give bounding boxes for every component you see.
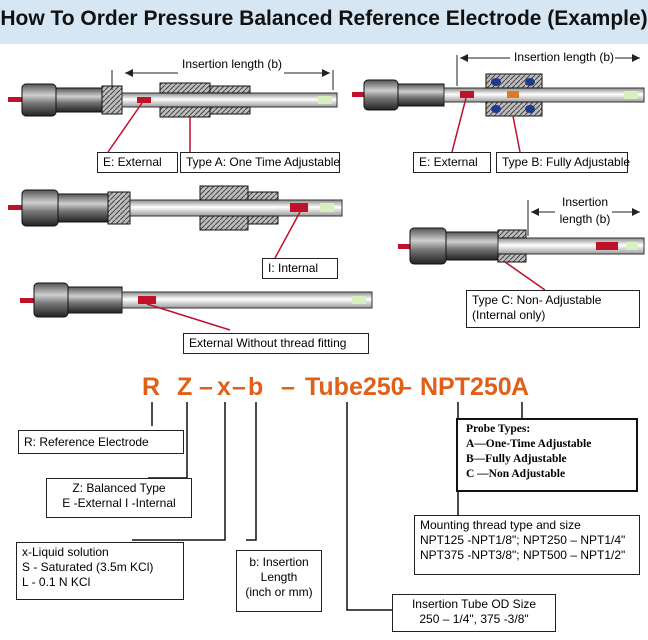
code-dash-2: – [232, 373, 246, 401]
z-explanation: Z: Balanced Type E -External I -Internal [46, 478, 192, 518]
probe-types-box: Probe Types: A—One-Time Adjustable B—Ful… [456, 418, 638, 492]
npt-explanation-line3: NPT375 -NPT3/8"; NPT500 – NPT1/2" [420, 548, 626, 562]
z-explanation-line2: E -External I -Internal [62, 496, 176, 510]
electrode-no-thread [20, 282, 373, 331]
title-band [0, 0, 648, 44]
page-title: How To Order Pressure Balanced Reference… [0, 7, 648, 30]
z-explanation-line1: Z: Balanced Type [72, 481, 166, 495]
code-dash-3: – [281, 373, 295, 401]
x-explanation: x-Liquid solution S - Saturated (3.5m KC… [16, 542, 184, 600]
code-z: Z [177, 373, 193, 401]
tube-explanation-line2: 250 – 1/4", 375 -3/8" [419, 612, 529, 626]
electrode-tip [318, 96, 332, 104]
tube-explanation: Insertion Tube OD Size 250 – 1/4", 375 -… [392, 594, 556, 632]
external-label-a: E: External [97, 152, 178, 173]
electrode-type-a [8, 69, 338, 153]
b-explanation-line1: b: Insertion [249, 555, 309, 569]
npt-explanation-line2: NPT125 -NPT1/8"; NPT250 – NPT1/4" [420, 533, 626, 547]
b-explanation: b: Insertion Length (inch or mm) [236, 550, 322, 612]
b-explanation-line3: (inch or mm) [245, 585, 313, 599]
insertion-length-label-b: Insertion length (b) [514, 50, 615, 64]
code-r: R [142, 373, 161, 401]
electrode-body [55, 87, 103, 113]
type-c-label-line2: (Internal only) [472, 308, 546, 322]
type-c-label: Type C: Non- Adjustable (Internal only) [466, 290, 640, 328]
gland [101, 85, 123, 115]
tube-explanation-line1: Insertion Tube OD Size [411, 597, 537, 611]
code-tube: Tube250 [305, 373, 405, 401]
cap-nut [21, 83, 57, 117]
fitting-upper [159, 82, 211, 94]
x-explanation-line3: L - 0.1 N KCl [22, 575, 91, 589]
probe-types-heading: Probe Types: [466, 423, 531, 435]
reservoir-external [137, 97, 151, 103]
code-npt: NPT250 [420, 373, 512, 401]
code-x: x [217, 373, 231, 401]
external-no-thread-label: External Without thread fitting [183, 333, 369, 354]
insertion-length-label-c-line1: Insertion [561, 195, 609, 209]
code-b: b [248, 373, 264, 401]
electrode-type-b [352, 54, 645, 153]
r-explanation: R: Reference Electrode [18, 430, 184, 454]
code-dash-4: – [398, 373, 412, 401]
connector-pin [8, 97, 22, 102]
probe-type-c: C —Non Adjustable [466, 468, 566, 480]
insertion-length-label-c-line2: length (b) [559, 212, 611, 226]
probe-type-a: A—One-Time Adjustable [466, 438, 592, 450]
b-explanation-line2: Length [260, 570, 298, 584]
x-explanation-line2: S - Saturated (3.5m KCl) [22, 560, 154, 574]
outer-tube [121, 92, 338, 108]
probe-type-b: B—Fully Adjustable [466, 453, 567, 465]
npt-explanation: Mounting thread type and size NPT125 -NP… [414, 515, 640, 575]
type-a-label: Type A: One Time Adjustable [180, 152, 340, 173]
npt-explanation-line1: Mounting thread type and size [420, 518, 581, 532]
fitting-lower [159, 106, 211, 118]
external-label-b: E: External [413, 152, 491, 173]
code-a: A [511, 373, 530, 401]
electrode-internal [8, 185, 343, 259]
internal-label: I: Internal [262, 258, 338, 279]
type-c-label-line1: Type C: Non- Adjustable [472, 293, 602, 307]
x-explanation-line1: x-Liquid solution [22, 545, 109, 559]
code-dash-1: – [199, 373, 213, 401]
electrode-type-c [398, 200, 645, 291]
insertion-length-label-a: Insertion length (b) [182, 57, 283, 71]
type-b-label: Type B: Fully Adjustable [496, 152, 630, 173]
